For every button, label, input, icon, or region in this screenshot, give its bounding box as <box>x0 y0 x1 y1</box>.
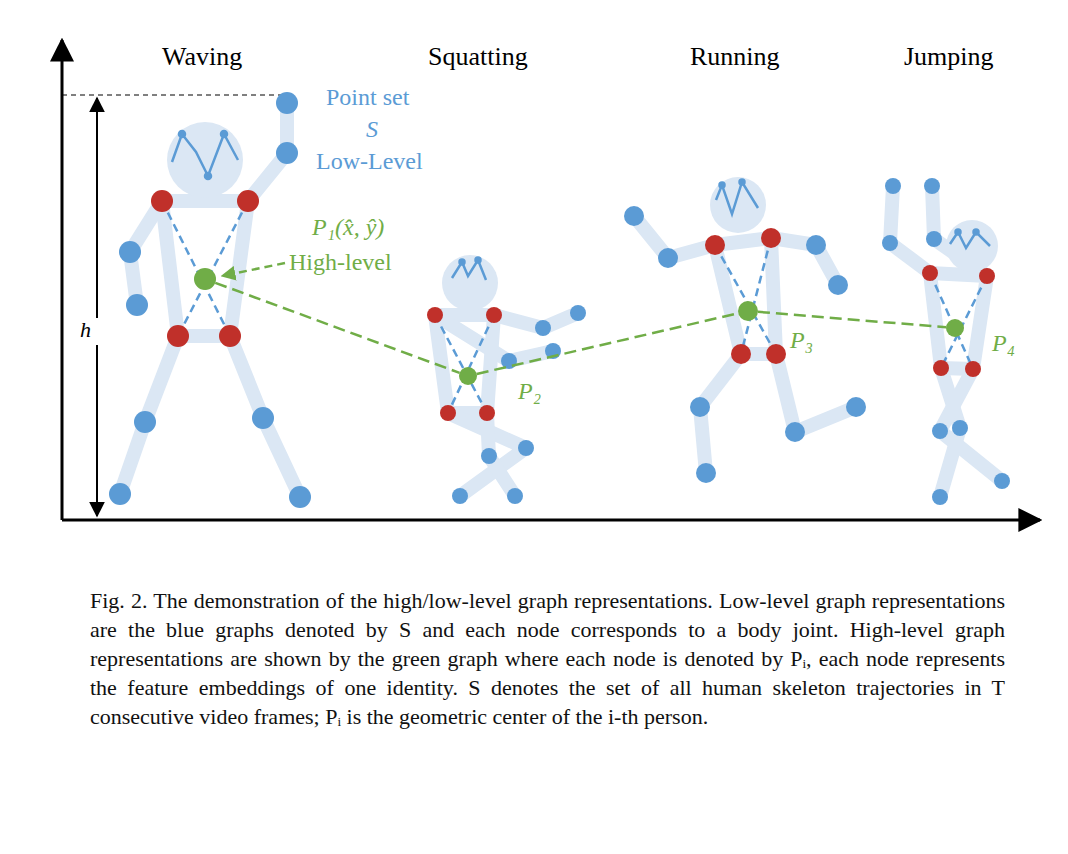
torso-cross <box>162 201 987 413</box>
node-label: P₁(x̂, ŷ) <box>312 214 384 242</box>
action-title: Waving <box>162 42 242 72</box>
identity-node: P₁(x̂, ŷ) <box>194 268 216 290</box>
action-title: Squatting <box>428 42 528 72</box>
identity-node: P₄ <box>946 319 964 337</box>
height-dimension <box>62 95 282 516</box>
height-label: h <box>80 317 91 342</box>
level-label: High-level <box>289 249 392 277</box>
node-circle <box>738 301 758 321</box>
identity-node: P₃ <box>738 301 758 321</box>
body-joint <box>109 92 1010 508</box>
high-level-edge <box>758 312 946 327</box>
node-label: P₂ <box>518 378 541 406</box>
legend-note: Point set <box>326 84 409 112</box>
action-title: Running <box>690 42 780 72</box>
face-marks <box>172 131 990 280</box>
action-title: Jumping <box>904 42 994 72</box>
axes <box>62 40 1040 520</box>
node-circle <box>946 319 964 337</box>
heads <box>167 122 998 311</box>
high-level-edge <box>477 313 738 374</box>
leader-arrow <box>222 263 285 276</box>
node-label: P₃ <box>790 327 813 355</box>
set-symbol: S <box>366 116 378 144</box>
figure-caption: Fig. 2. The demonstration of the high/lo… <box>90 586 1005 731</box>
legend-note: Low-Level <box>316 148 423 176</box>
torso-joint <box>151 190 995 421</box>
identity-node: P₂ <box>459 367 477 385</box>
high-level-edge <box>215 283 459 373</box>
limbs <box>120 103 1002 497</box>
node-circle <box>459 367 477 385</box>
node-circle <box>194 268 216 290</box>
node-label: P₄ <box>992 330 1015 358</box>
